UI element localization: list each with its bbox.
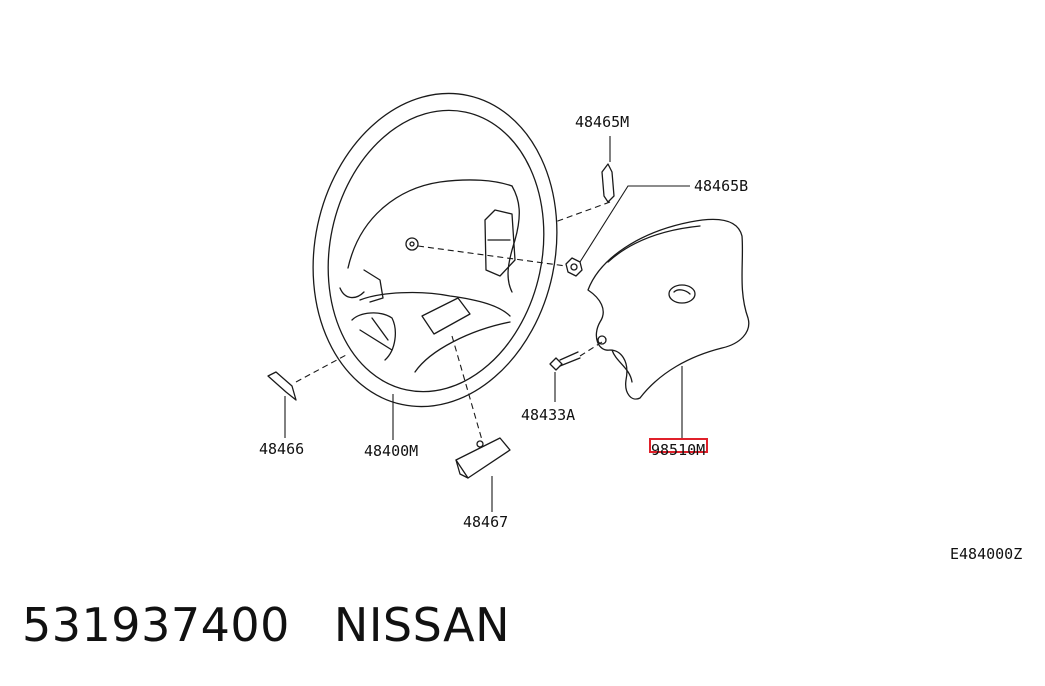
footer-part-number: 531937400 bbox=[22, 598, 290, 652]
label-48466[interactable]: 48466 bbox=[259, 440, 304, 458]
assembly-dashed-lines bbox=[295, 201, 611, 441]
leader-lines bbox=[284, 136, 690, 512]
fastener-drawings bbox=[267, 163, 615, 479]
label-48433a[interactable]: 48433A bbox=[521, 406, 575, 424]
label-48465b[interactable]: 48465B bbox=[694, 177, 748, 195]
highlight-box bbox=[649, 438, 708, 453]
label-48400m[interactable]: 48400M bbox=[364, 442, 418, 460]
label-48465m[interactable]: 48465M bbox=[575, 113, 629, 131]
diagram-code: E484000Z bbox=[950, 545, 1022, 563]
footer-caption: 531937400 NISSAN bbox=[22, 598, 510, 652]
steering-wheel-drawing bbox=[312, 92, 558, 408]
label-48467[interactable]: 48467 bbox=[463, 513, 508, 531]
footer-brand: NISSAN bbox=[333, 598, 511, 652]
label-98510m[interactable]: 98510M bbox=[651, 441, 705, 459]
airbag-module-drawing bbox=[587, 218, 750, 400]
